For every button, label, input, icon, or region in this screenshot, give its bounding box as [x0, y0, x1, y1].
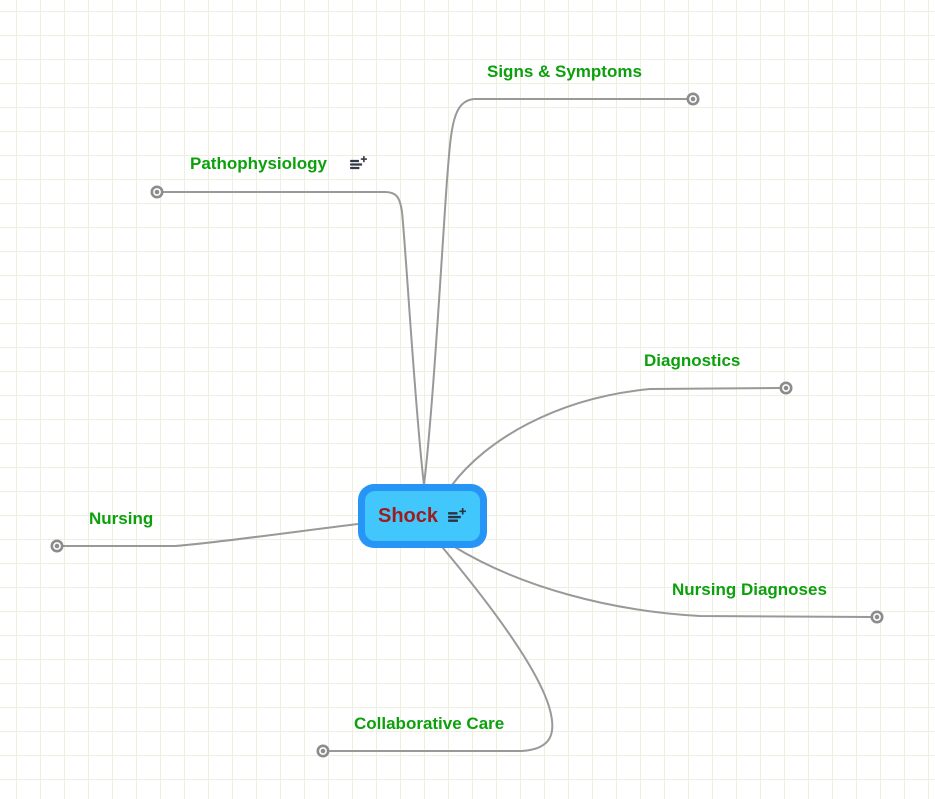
collapse-indicator-collaborative-care[interactable]	[316, 744, 330, 758]
connector-nursing-diagnoses	[452, 545, 872, 618]
connector-diagnostics	[451, 387, 781, 486]
root-node-shock[interactable]: Shock	[358, 484, 487, 548]
connector-nursing	[62, 523, 359, 547]
notes-add-icon[interactable]	[350, 156, 368, 177]
root-node-inner: Shock	[365, 491, 480, 541]
collapse-indicator-pathophysiology[interactable]	[150, 185, 164, 199]
notes-add-icon[interactable]	[448, 507, 467, 525]
root-node-label: Shock	[377, 505, 439, 527]
connector-signs-symptoms	[423, 98, 688, 486]
branch-node-nursing[interactable]: Nursing	[89, 509, 154, 528]
collapse-indicator-signs-symptoms[interactable]	[686, 92, 700, 106]
collapse-indicator-diagnostics[interactable]	[779, 381, 793, 395]
branch-node-diagnostics[interactable]: Diagnostics	[644, 351, 741, 370]
collapse-indicator-nursing[interactable]	[50, 539, 64, 553]
branch-node-pathophysiology[interactable]: Pathophysiology	[190, 154, 327, 173]
collapse-indicator-nursing-diagnoses[interactable]	[870, 610, 884, 624]
connector-pathophysiology	[162, 191, 425, 486]
branch-node-signs-symptoms[interactable]: Signs & Symptoms	[487, 62, 642, 81]
branch-node-nursing-diagnoses[interactable]: Nursing Diagnoses	[672, 580, 827, 599]
branch-node-collaborative-care[interactable]: Collaborative Care	[354, 714, 505, 733]
connector-collaborative-care	[329, 547, 554, 752]
